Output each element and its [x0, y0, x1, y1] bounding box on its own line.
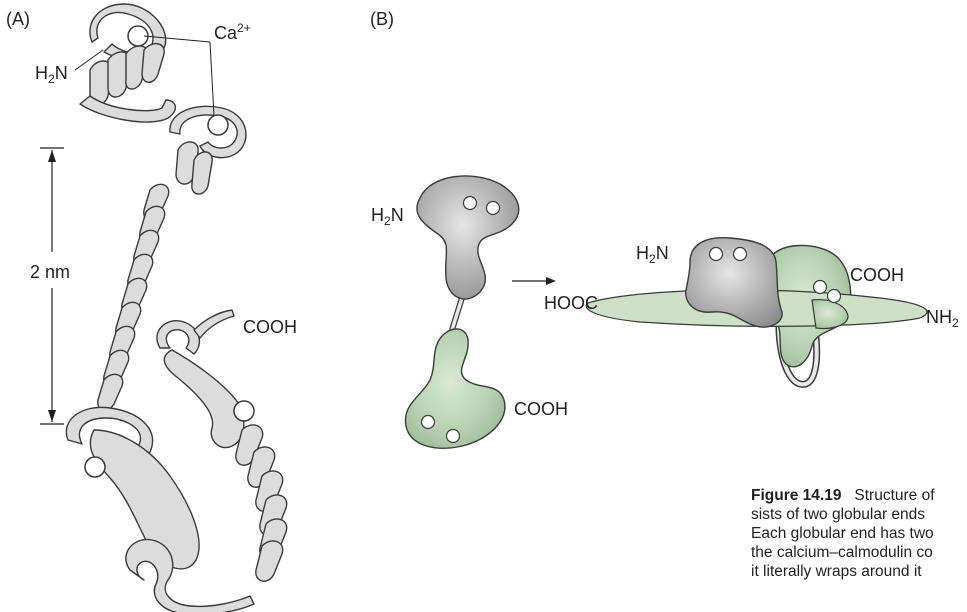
complex-c-ca-site-2 — [828, 290, 841, 303]
ribbon-cooh-tail — [194, 310, 234, 338]
right-c-terminus-label: COOH — [850, 266, 904, 284]
calcium-ion-2 — [208, 115, 228, 135]
left-h2n-sub: 2 — [384, 214, 391, 228]
complex-c-ca-site-1 — [814, 281, 827, 294]
calcium-label-base: Ca — [214, 23, 237, 43]
peptide-n-terminus-label: NH2 — [926, 308, 959, 329]
caption-figure-number: Figure 14.19 — [751, 487, 841, 504]
complex-n-ca-site-1 — [710, 248, 723, 261]
n-domain-ca-site-2 — [487, 202, 500, 215]
h2n-sub: 2 — [48, 72, 55, 86]
panel-a-tag: (A) — [6, 10, 30, 28]
transition-arrow — [512, 277, 556, 285]
peptide-c-terminus-label: HOOC — [544, 294, 598, 312]
h2n-n: N — [55, 63, 68, 83]
calcium-ion-3 — [234, 401, 254, 421]
complex-n-ca-site-2 — [734, 248, 747, 261]
panel-b-tag: (B) — [370, 10, 394, 28]
right-n-terminus-label: H2N — [636, 244, 669, 265]
scale-arrow-top — [48, 150, 56, 162]
right-h2n-n: N — [656, 243, 669, 263]
left-c-terminus-label: COOH — [514, 400, 568, 418]
calmodulin-ribbon-structure — [66, 4, 286, 612]
n-domain-ca-site-1 — [464, 197, 477, 210]
ribbon-cooh-hairpin — [157, 321, 200, 354]
c-domain-ca-site-2 — [447, 430, 460, 443]
caption-line-4: the calcium–calmodulin co — [751, 543, 967, 562]
calcium-label-charge: 2+ — [237, 21, 251, 35]
left-n-terminus-label: H2N — [371, 206, 404, 227]
left-h2n-h: H — [371, 205, 384, 225]
panel-a-n-terminus-label: H2N — [35, 64, 68, 85]
caption-line-1: Figure 14.19 Structure of — [751, 486, 967, 505]
scale-arrow-bottom — [48, 410, 56, 422]
nh2-n: NH — [926, 307, 952, 327]
scale-bar — [40, 148, 64, 424]
ca-leader-2 — [210, 42, 214, 116]
caption-line-5: it literally wraps around it — [751, 562, 967, 581]
right-h2n-h: H — [636, 243, 649, 263]
ribbon-lower-helix — [236, 425, 287, 581]
left-h2n-n: N — [391, 205, 404, 225]
nh2-sub: 2 — [952, 316, 959, 330]
c-domain-ca-site-1 — [422, 416, 435, 429]
ribbon-top-helix — [90, 44, 164, 105]
figure-caption: Figure 14.19 Structure of sists of two g… — [751, 486, 967, 581]
right-h2n-sub: 2 — [649, 252, 656, 266]
ribbon-right-sheet — [164, 350, 244, 448]
scale-label: 2 nm — [30, 261, 70, 283]
caption-line-1-rest: Structure of — [854, 487, 934, 504]
caption-line-3: Each globular end has two — [751, 524, 967, 543]
ribbon-central-helix — [98, 184, 169, 410]
caption-line-2: sists of two globular ends — [751, 505, 967, 524]
ribbon-loop-right — [80, 96, 175, 122]
panel-a-c-terminus-label: COOH — [243, 318, 297, 336]
n-terminal-domain — [417, 176, 519, 299]
h2n-h: H — [35, 63, 48, 83]
calcium-ion-4 — [85, 457, 105, 477]
calcium-label: Ca2+ — [214, 22, 251, 42]
